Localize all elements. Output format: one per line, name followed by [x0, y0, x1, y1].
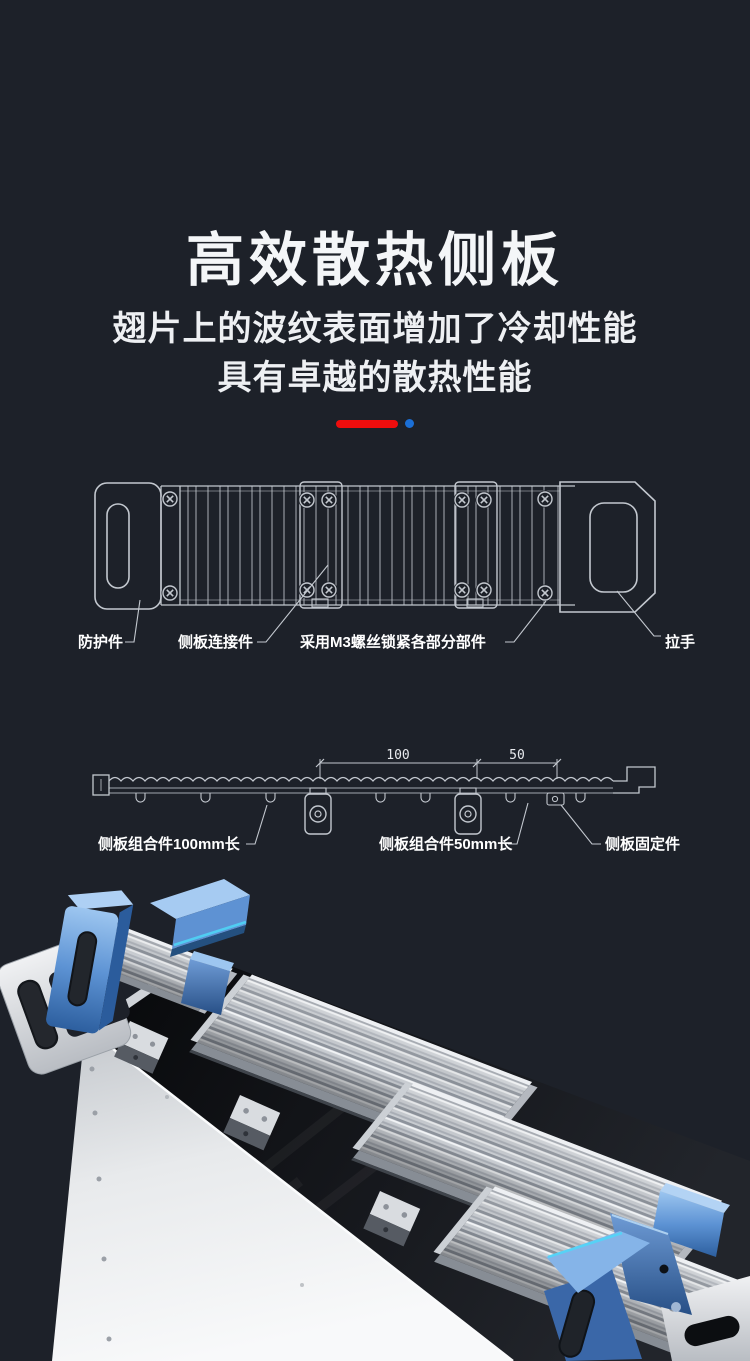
top-view-diagram: 防护件 侧板连接件 采用M3螺丝锁紧各部分部件 拉手 [78, 481, 695, 651]
label-assembly-100: 侧板组合件100mm长 [98, 835, 241, 853]
dimension-lines: 100 50 [315, 748, 562, 779]
profile-outline [92, 766, 656, 806]
dim-100: 100 [386, 748, 409, 763]
panel-outline [94, 481, 656, 613]
leader-lines [125, 564, 661, 643]
divider-red-bar [336, 419, 398, 428]
label-fixing: 侧板固定件 [605, 835, 680, 853]
mounting-foot [454, 787, 482, 835]
label-assembly-50: 侧板组合件50mm长 [379, 835, 513, 853]
blue-foot-right [181, 951, 234, 1015]
divider-blue-dot [405, 419, 414, 428]
leader-lines [246, 802, 601, 845]
blue-clamp-left [46, 890, 134, 1034]
fixing-bracket [114, 1021, 421, 1247]
label-screws: 采用M3螺丝锁紧各部分部件 [299, 633, 486, 651]
label-connector: 侧板连接件 [178, 633, 253, 651]
blue-clamp-bottom-right [544, 1183, 730, 1361]
dim-50: 50 [509, 748, 525, 763]
label-handle: 拉手 [665, 633, 695, 651]
profile-diagram: 100 50 侧板组合件100mm长 侧板组合件50mm长 侧板固定件 [92, 748, 680, 853]
subtitle-line-2: 具有卓越的散热性能 [217, 359, 533, 397]
mounting-foot [304, 787, 332, 835]
page-title: 高效散热侧板 [185, 228, 564, 293]
blue-clamp-top [150, 879, 250, 957]
section-divider [0, 419, 750, 428]
product-3d-render [0, 879, 750, 1361]
subtitle-line-1: 翅片上的波纹表面增加了冷却性能 [112, 310, 638, 348]
label-guard: 防护件 [78, 633, 123, 651]
